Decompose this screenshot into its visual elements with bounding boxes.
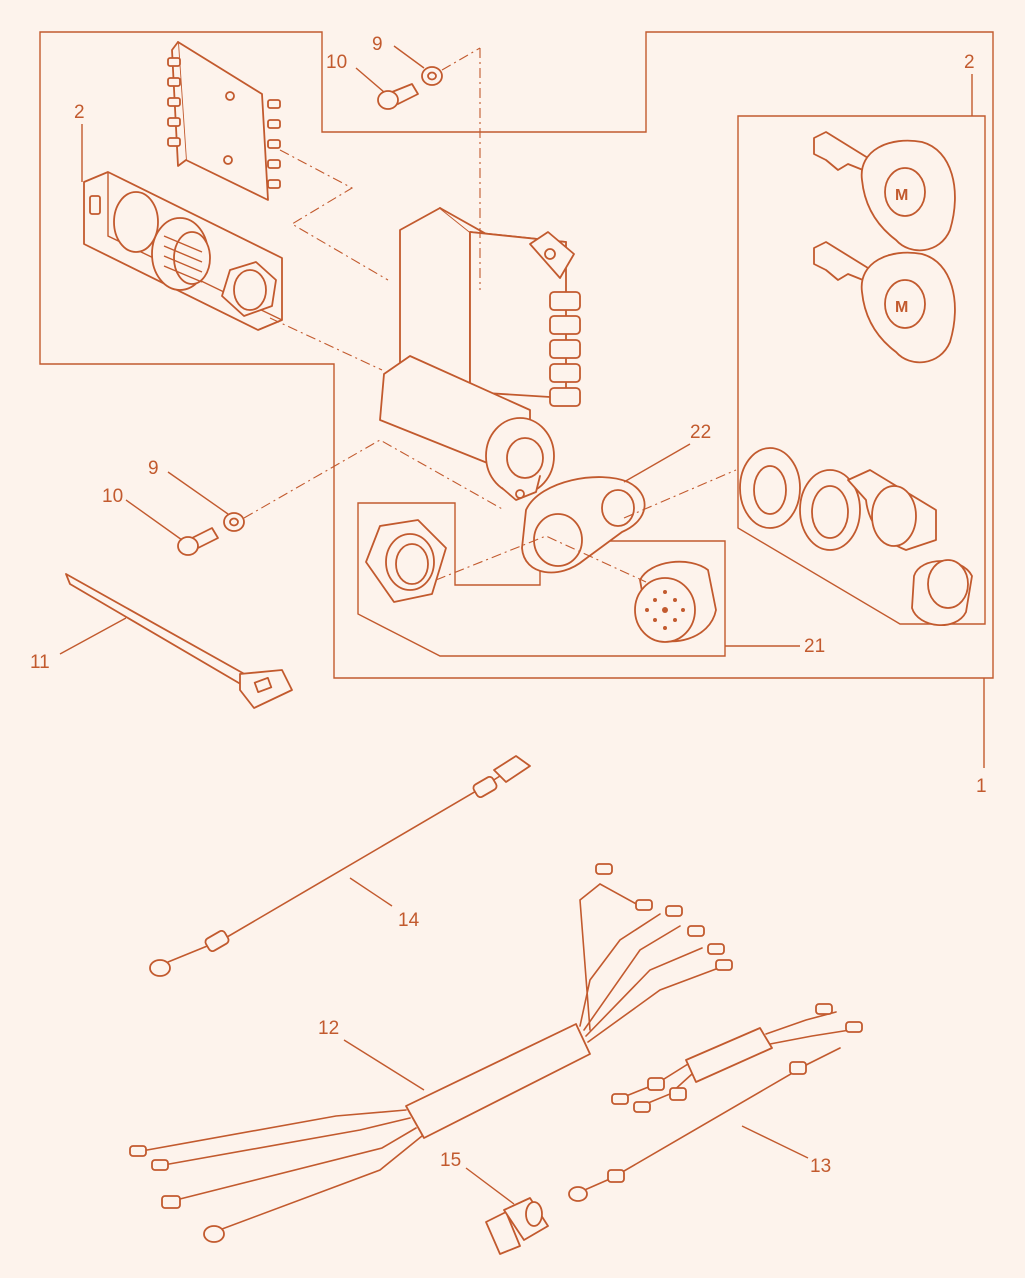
connector-15 <box>485 1197 549 1255</box>
key-lower: M <box>813 241 956 364</box>
callout-1: 1 <box>976 776 987 797</box>
callout-10-top: 10 <box>326 52 347 73</box>
terminal-plate <box>167 41 281 201</box>
callouts: 9 10 2 2 22 9 10 11 21 1 14 12 13 15 <box>30 34 987 1177</box>
cable-tie <box>65 573 293 709</box>
screw-mid <box>177 512 245 556</box>
wire-harness-14 <box>149 755 531 977</box>
wire-harness-13 <box>568 1003 863 1202</box>
assembly-lines <box>243 47 737 583</box>
gasket-22 <box>521 476 646 574</box>
callout-2-right: 2 <box>964 52 975 73</box>
callout-15: 15 <box>440 1150 461 1171</box>
leader-lines <box>59 45 985 1205</box>
callout-14: 14 <box>398 910 420 931</box>
ignition-switch-body <box>379 207 581 501</box>
callout-13: 13 <box>810 1156 831 1177</box>
wire-harness-12 <box>129 863 733 1243</box>
hex-nut <box>365 519 447 603</box>
key-kit-rings <box>739 447 973 626</box>
callout-21: 21 <box>804 636 825 657</box>
callout-9-mid: 9 <box>148 458 159 479</box>
callout-22: 22 <box>690 422 711 443</box>
frame-assembly-1 <box>39 31 994 679</box>
frame-buzzer-kit-21 <box>357 502 726 657</box>
screw-top <box>377 66 443 110</box>
key-logo: M <box>895 299 908 316</box>
callout-9-top: 9 <box>372 34 383 55</box>
callout-10-mid: 10 <box>102 486 123 507</box>
buzzer <box>634 560 717 643</box>
callout-12: 12 <box>318 1018 339 1039</box>
key-logo: M <box>895 187 908 204</box>
callout-2-left: 2 <box>74 102 85 123</box>
ignition-cylinder <box>83 171 283 331</box>
callout-11: 11 <box>30 652 50 673</box>
key-upper: M <box>813 131 956 252</box>
